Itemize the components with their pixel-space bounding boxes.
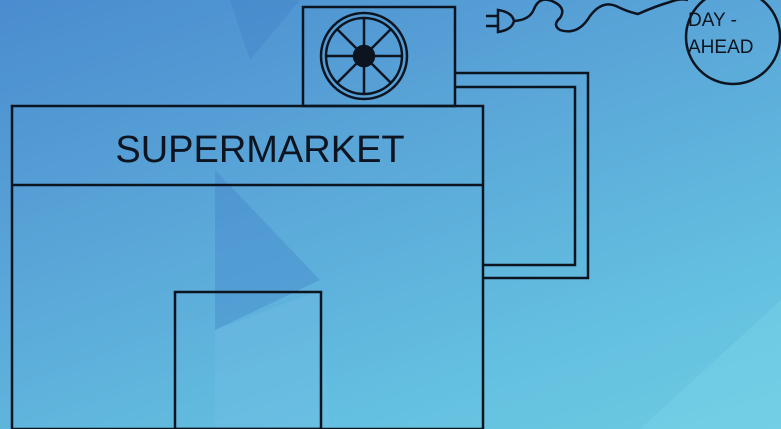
day-ahead-label-line2: AHEAD [688, 37, 753, 58]
refrigerant-pipe [455, 73, 588, 278]
background-facet-right [640, 300, 781, 429]
plug-icon [486, 0, 688, 32]
day-ahead-label-line1: DAY - [688, 10, 737, 31]
store-sign: SUPERMARKET [115, 129, 404, 171]
background-facet-top [230, 0, 300, 60]
fan-icon [321, 13, 407, 99]
day-ahead-market: DAY - AHEAD [686, 0, 780, 84]
cooling-unit [303, 7, 455, 106]
